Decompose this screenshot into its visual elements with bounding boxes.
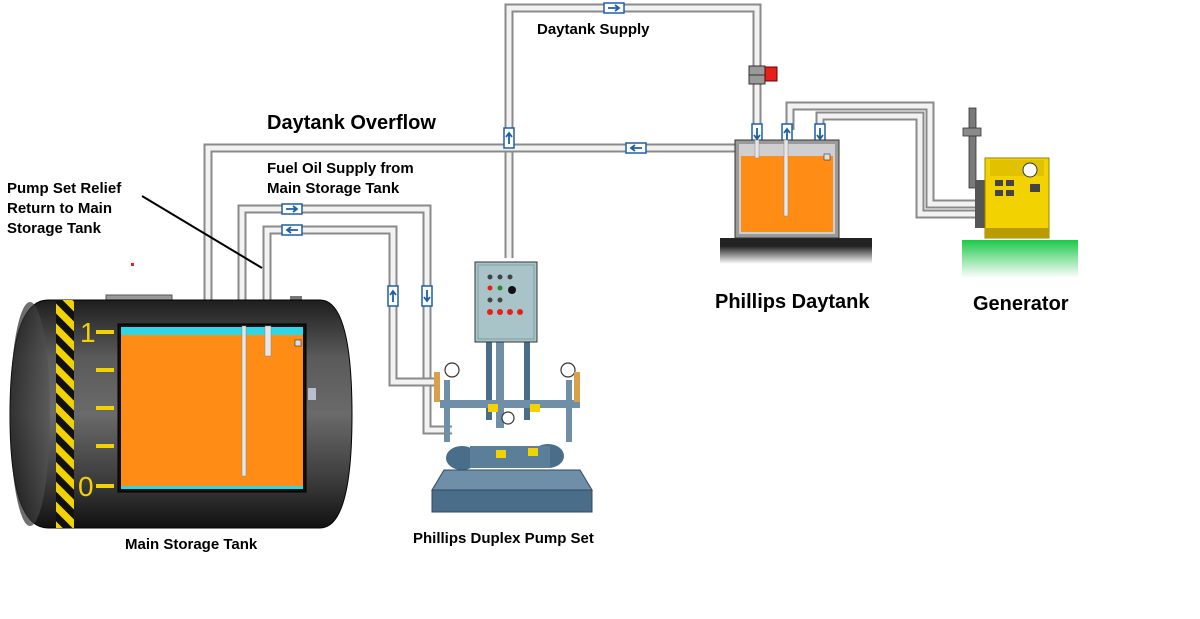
duplex-pump-set (431, 261, 593, 513)
relief-callout-line (141, 195, 263, 269)
arrow-icon (421, 285, 433, 307)
daytank-supply-label: Daytank Supply (537, 21, 650, 38)
main-tank-label: Main Storage Tank (125, 536, 258, 553)
daytank-supply-pipe (504, 3, 762, 258)
daytank (720, 139, 872, 264)
pump-set-label: Phillips Duplex Pump Set (413, 530, 594, 547)
arrow-icon (625, 142, 647, 154)
hazard-stripe (56, 300, 74, 528)
relief-return-pipe (262, 225, 440, 387)
arrow-icon (281, 203, 303, 215)
fuel-supply-label-line1: Fuel Oil Supply from (267, 160, 414, 177)
relief-label-line2: Return to Main (7, 200, 112, 217)
generator (962, 107, 1078, 278)
scale-bottom-label: 0 (78, 471, 94, 502)
main-tank-fuel-level (121, 334, 303, 488)
main-storage-tank: 1 0 (9, 294, 353, 529)
generator-label: Generator (973, 293, 1069, 315)
diagram-labels: Daytank Supply Daytank Overflow Fuel Oil… (7, 21, 1069, 553)
control-panel (474, 261, 538, 343)
arrow-icon (603, 2, 625, 14)
arrow-icon (387, 285, 399, 307)
level-scale: 1 0 (78, 317, 114, 502)
pipe-network (203, 3, 975, 435)
relief-label-line1: Pump Set Relief (7, 180, 122, 197)
solenoid-valve-icon (748, 65, 778, 85)
daytank-label: Phillips Daytank (715, 291, 870, 313)
pressure-gauge-icon (444, 362, 576, 425)
daytank-overflow-pipe (203, 143, 735, 300)
arrow-icon (281, 224, 303, 236)
daytank-overflow-label: Daytank Overflow (267, 112, 436, 134)
generator-feed-pipe (785, 101, 975, 219)
relief-label-line3: Storage Tank (7, 220, 102, 237)
arrow-icon (503, 127, 515, 149)
fuel-supply-label-line2: Main Storage Tank (267, 180, 400, 197)
fuel-supply-pipe (237, 204, 452, 435)
control-panel-indicators (487, 274, 523, 315)
scale-top-label: 1 (80, 317, 96, 348)
